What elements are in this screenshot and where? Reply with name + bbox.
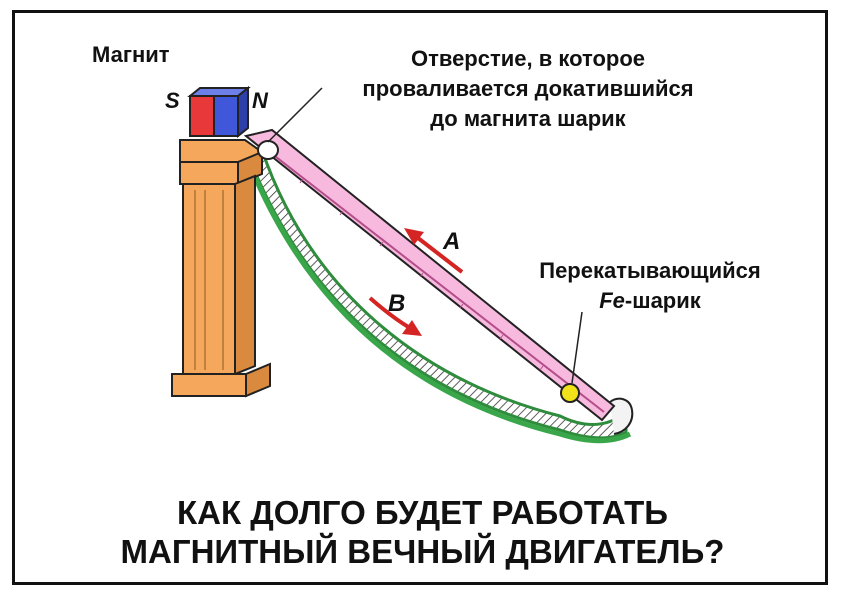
magnet-icon [187,85,251,139]
pillar [171,139,271,398]
magnet-label: Магнит [92,42,170,67]
ball-callout-fe: Fe [599,288,625,313]
arrow-b-label: B [388,290,406,317]
ball-hole [257,140,279,160]
title-line2: МАГНИТНЫЙ ВЕЧНЫЙ ДВИГАТЕЛЬ? [120,533,725,570]
arrow-a-label: A [443,228,461,255]
diagram-frame [12,10,828,585]
pole-n-label: N [252,88,268,113]
arrow-a [404,228,464,274]
hole-callout-line1: Отверстие, в которое [410,46,646,71]
ball-callout-line2: Fe-шарик [505,286,795,316]
hole-callout-line2: проваливается докатившийся [362,76,694,101]
arrow-b [368,296,422,336]
upper-ramp [243,128,616,422]
ball-callout-line [571,311,583,384]
ball-callout-line1: Перекатывающийся [539,258,761,283]
hole-callout: Отверстие, в которое проваливается докат… [318,44,738,134]
hole-callout-line [267,87,323,143]
iron-ball-icon [560,383,580,403]
hole-callout-line3: до магнита шарик [430,106,626,131]
lower-return-track [241,148,634,444]
ball-callout: Перекатывающийся Fe-шарик [505,256,795,316]
title-line1: КАК ДОЛГО БУДЕТ РАБОТАТЬ [177,494,668,531]
ball-callout-suffix: -шарик [624,288,701,313]
pole-s-label: S [165,88,180,113]
